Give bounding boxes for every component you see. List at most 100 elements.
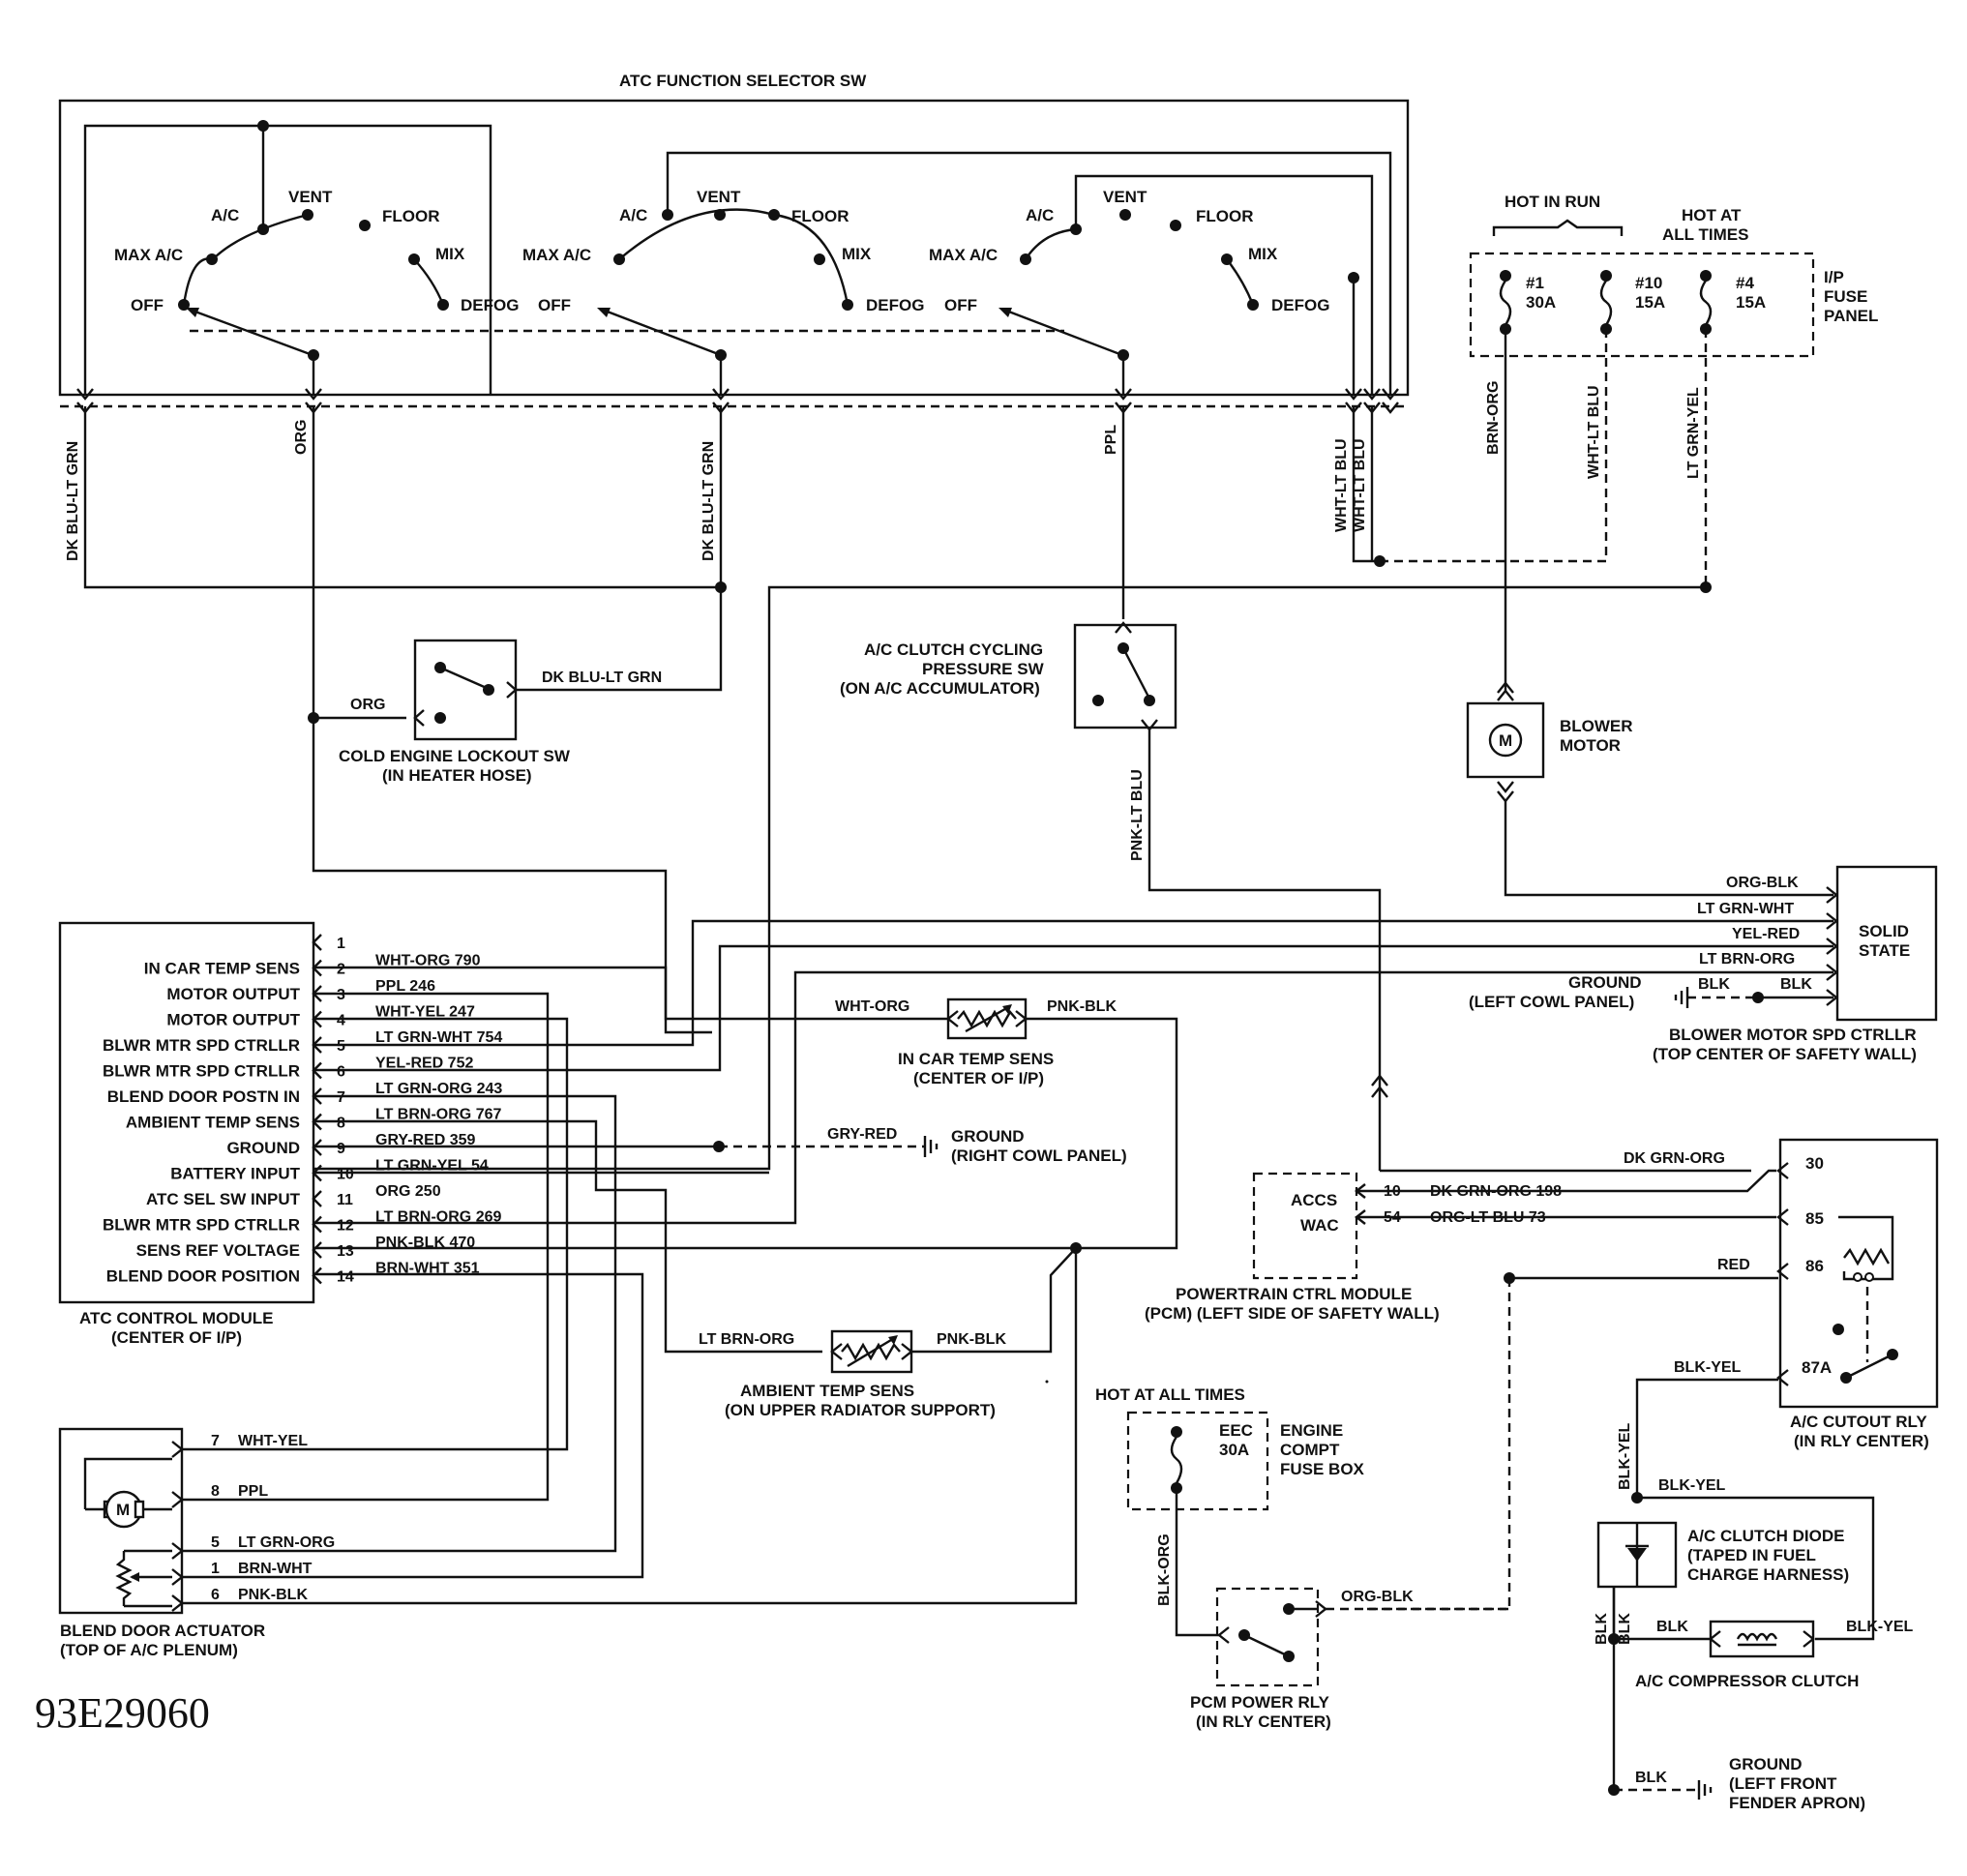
fuse-panel-label-2: FUSE (1824, 287, 1867, 306)
wire-label-blkyel-2: BLK-YEL (1617, 1422, 1633, 1490)
wire-blk-org (1175, 1488, 1219, 1637)
fuse-panel-label-1: I/P (1824, 268, 1844, 286)
atc-pin-number: 12 (337, 1218, 354, 1235)
blower-ctrl-2: (TOP CENTER OF SAFETY WALL) (1653, 1045, 1917, 1063)
blend-pin-number: 6 (211, 1587, 220, 1603)
sel2-floor: FLOOR (791, 207, 849, 225)
ground-symbol-right-cowl (923, 1136, 939, 1157)
wire-ppl-246 (182, 992, 550, 1502)
atc-pin-function: GROUND (226, 1139, 300, 1157)
solid-state-chevrons (1826, 886, 1838, 1006)
fuse-4-num: #4 (1736, 274, 1754, 292)
front-ground-2: (LEFT FRONT (1729, 1774, 1837, 1793)
ac-cycling-label-3: (ON A/C ACCUMULATOR) (840, 679, 1040, 698)
atc-pin-connector (312, 1190, 322, 1207)
wire-label-org-2: ORG (350, 697, 385, 713)
sel2-max-ac: MAX A/C (522, 246, 591, 264)
wire-dk-grn-org-198 (1356, 1169, 1776, 1193)
engine-fuse-3: FUSE BOX (1280, 1460, 1365, 1478)
ac-compressor-clutch (1709, 1620, 1815, 1658)
wire-label-dkblu-1: DK BLU-LT GRN (65, 441, 81, 561)
atc-pin-connector (312, 1061, 322, 1080)
wire-label-brnorg: BRN-ORG (1485, 381, 1502, 455)
atc-pin-function: MOTOR OUTPUT (166, 1011, 300, 1029)
wire-label-blkyel-4: BLK-YEL (1846, 1619, 1914, 1635)
relay-pin-86: 86 (1805, 1257, 1824, 1275)
sel1-vent: VENT (288, 188, 333, 206)
atc-pin-wire: LT BRN-ORG 767 (375, 1107, 501, 1123)
wire-wht-yel-247 (182, 1017, 569, 1451)
atc-module-label-2: (CENTER OF I/P) (111, 1328, 242, 1347)
atc-pin-connector (312, 1036, 322, 1054)
wire-label-pnkblk-1: PNK-BLK (1047, 998, 1117, 1015)
selector-section-3 (998, 174, 1374, 395)
atc-pin-wire: PNK-BLK 470 (375, 1235, 475, 1251)
pcm-label-1: POWERTRAIN CTRL MODULE (1176, 1285, 1412, 1303)
wire-red (1364, 1278, 1511, 1611)
wire-blk-yel (1635, 1378, 1778, 1498)
atc-pin-function: SENS REF VOLTAGE (136, 1241, 300, 1260)
atc-pin-function: BLEND DOOR POSTN IN (107, 1087, 300, 1106)
atc-pin-wire: BRN-WHT 351 (375, 1261, 480, 1277)
wire-pnk-lt-blu (1147, 730, 1382, 1171)
blower-motor-symbol: M (1499, 731, 1512, 750)
cold-engine-sublabel: (IN HEATER HOSE) (382, 766, 532, 785)
atc-pin-number: 5 (337, 1038, 345, 1055)
sel1-max-ac: MAX A/C (114, 246, 183, 264)
sel3-off: OFF (944, 296, 977, 314)
atc-pin-connector (312, 1241, 322, 1259)
ambient-label-2: (ON UPPER RADIATOR SUPPORT) (725, 1401, 996, 1419)
atc-pin-function: BATTERY INPUT (170, 1165, 300, 1183)
ac-cutout-label-1: A/C CUTOUT RLY (1790, 1413, 1927, 1431)
sel2-mix: MIX (842, 245, 872, 263)
sel1-off: OFF (131, 296, 164, 314)
solid-state-2: STATE (1859, 941, 1910, 960)
wire-lt-brn-org-269 (314, 970, 1833, 1225)
wire-label-blkyel-1: BLK-YEL (1674, 1359, 1742, 1376)
wire-dk-blu-lt-grn-left (83, 406, 721, 589)
sel1-ac: A/C (211, 206, 239, 224)
sel2-off: OFF (538, 296, 571, 314)
wire-label-gryred: GRY-RED (827, 1126, 897, 1143)
atc-pin-function: BLEND DOOR POSITION (106, 1267, 300, 1286)
selector-section-1 (83, 120, 492, 395)
left-cowl-ground-1: GROUND (1568, 973, 1642, 992)
cold-engine-label: COLD ENGINE LOCKOUT SW (339, 747, 571, 765)
relay-pin-30: 30 (1805, 1154, 1824, 1173)
hot-at-times-1: HOT AT (1682, 206, 1742, 224)
atc-pin-number: 13 (337, 1243, 354, 1260)
blend-pin-wire: LT GRN-ORG (238, 1534, 335, 1551)
fuse-10-num: #10 (1635, 274, 1662, 292)
in-car-sens-2: (CENTER OF I/P) (913, 1069, 1044, 1087)
atc-pin-connector (312, 1139, 322, 1156)
ac-cycling-label-2: PRESSURE SW (922, 660, 1045, 678)
wire-yel-red (314, 944, 1833, 1072)
right-cowl-ground-2: (RIGHT COWL PANEL) (951, 1146, 1127, 1165)
diode-label-2: (TAPED IN FUEL (1687, 1546, 1816, 1564)
wire-label-ltbrnorg-2: LT BRN-ORG (699, 1331, 794, 1348)
atc-pin-number: 9 (337, 1141, 345, 1157)
atc-pin-function: AMBIENT TEMP SENS (126, 1114, 300, 1132)
pcm-accs: ACCS (1291, 1191, 1337, 1209)
wire-label-blkyel-3: BLK-YEL (1658, 1477, 1726, 1494)
atc-pin-connector (312, 1266, 322, 1285)
diode-label-1: A/C CLUTCH DIODE (1687, 1527, 1844, 1545)
fuse-1-num: #1 (1526, 274, 1544, 292)
atc-module-label-1: ATC CONTROL MODULE (79, 1309, 274, 1327)
sel3-defog: DEFOG (1271, 296, 1329, 314)
wire-label-whtorg: WHT-ORG (835, 998, 909, 1015)
fuse-10-amp: 15A (1635, 293, 1665, 312)
blend-door-label-2: (TOP OF A/C PLENUM) (60, 1641, 238, 1659)
ground-symbol-left-cowl (1674, 987, 1689, 1008)
sel2-ac: A/C (619, 206, 647, 224)
fuse-4-amp: 15A (1736, 293, 1766, 312)
atc-pin-function: MOTOR OUTPUT (166, 985, 300, 1003)
eec-hot-label: HOT AT ALL TIMES (1095, 1385, 1245, 1404)
sel3-mix: MIX (1248, 245, 1278, 263)
diode-label-3: CHARGE HARNESS) (1687, 1565, 1849, 1584)
atc-pin-connector (312, 1215, 322, 1234)
in-car-temp-sensor (946, 998, 1028, 1040)
blend-door-label-1: BLEND DOOR ACTUATOR (60, 1622, 265, 1640)
atc-pin-connector (312, 1164, 322, 1182)
pcm-power-relay (1215, 1587, 1327, 1687)
